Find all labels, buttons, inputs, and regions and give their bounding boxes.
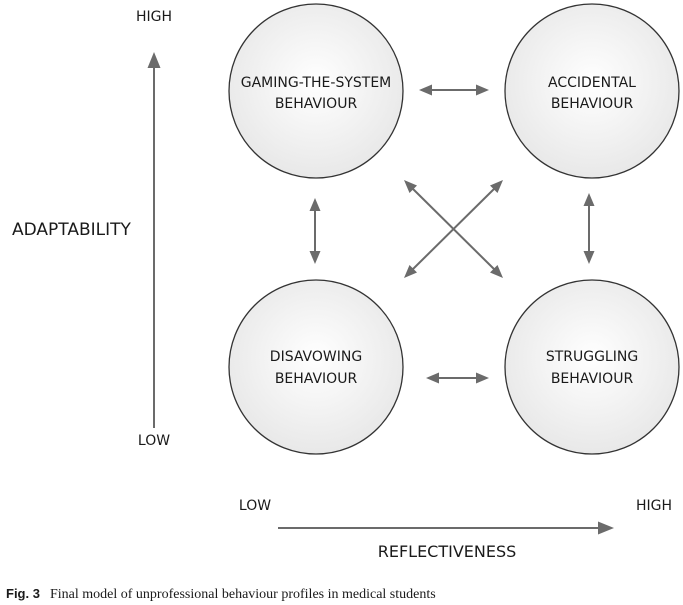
y-axis-low-label: LOW [138, 433, 170, 449]
y-axis-arrowhead [147, 52, 161, 68]
node-label-line1: GAMING-THE-SYSTEM [241, 75, 392, 91]
node-label-line1: STRUGGLING [546, 349, 638, 365]
node-label-line2: BEHAVIOUR [551, 96, 634, 112]
caption-label: Fig. 3 [6, 586, 40, 601]
node-circle [228, 279, 404, 455]
y-axis: HIGH LOW ADAPTABILITY [12, 9, 172, 449]
x-axis: LOW HIGH REFLECTIVENESS [239, 498, 672, 561]
figure-caption: Fig. 3 Final model of unprofessional beh… [6, 586, 436, 602]
y-axis-high-label: HIGH [136, 9, 172, 25]
node-circle [504, 279, 680, 455]
arrow-accidental-struggling [583, 193, 595, 264]
arrow-gaming-accidental [419, 84, 489, 96]
node-label-line2: BEHAVIOUR [275, 371, 358, 387]
node-label-line2: BEHAVIOUR [551, 371, 634, 387]
x-axis-high-label: HIGH [636, 498, 672, 514]
node-gaming-the-system: GAMING-THE-SYSTEM BEHAVIOUR [228, 3, 404, 179]
caption-text: Final model of unprofessional behaviour … [50, 587, 436, 602]
node-struggling: STRUGGLING BEHAVIOUR [504, 279, 680, 455]
node-disavowing: DISAVOWING BEHAVIOUR [228, 279, 404, 455]
node-accidental: ACCIDENTAL BEHAVIOUR [504, 3, 680, 179]
arrow-gaming-disavowing [309, 198, 321, 264]
node-label-line1: DISAVOWING [270, 349, 362, 365]
arrow-diagonal-accidental-disavowing [404, 180, 503, 278]
x-axis-title: REFLECTIVENESS [378, 542, 517, 561]
x-axis-low-label: LOW [239, 498, 271, 514]
node-circle [228, 3, 404, 179]
arrow-disavowing-struggling [426, 372, 489, 384]
x-axis-arrowhead [598, 521, 614, 535]
y-axis-title: ADAPTABILITY [12, 220, 132, 240]
node-label-line1: ACCIDENTAL [548, 75, 636, 91]
node-circle [504, 3, 680, 179]
node-label-line2: BEHAVIOUR [275, 96, 358, 112]
